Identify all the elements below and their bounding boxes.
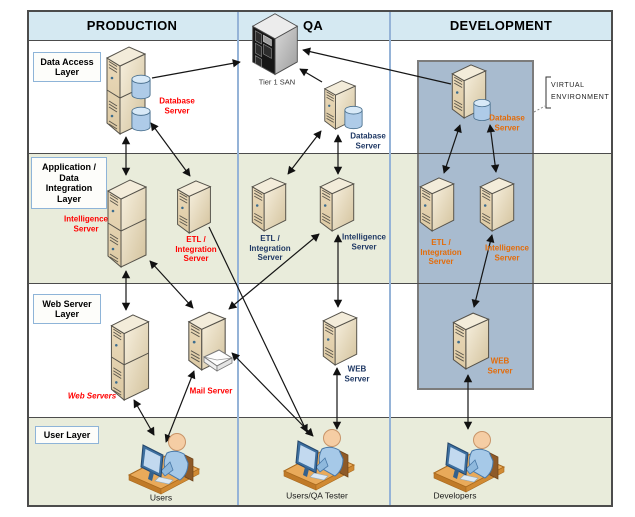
- qa-web-server-label: WEB Server: [344, 364, 370, 384]
- header-production: PRODUCTION: [86, 17, 178, 33]
- header-qa: QA: [302, 17, 324, 33]
- conn-devdb-devint: [486, 124, 500, 173]
- layer-label-web-server: Web Server Layer: [33, 294, 101, 324]
- tier1-san-icon: [247, 12, 303, 78]
- tier1-san-label: Tier 1 SAN: [258, 77, 296, 87]
- conn-proddb-prodetl: [150, 122, 191, 177]
- qa-intelligence-server-icon: [319, 175, 355, 232]
- production-database-server-label: Database Server: [159, 96, 195, 116]
- conn-mail-users: [164, 370, 196, 443]
- production-intelligence-server-icon: [107, 179, 147, 268]
- conn-qadb-qaetl: [287, 130, 322, 175]
- conn-mail-qaint: [228, 233, 320, 310]
- production-web-servers-icon: [110, 312, 150, 402]
- development-database-server-label: Database Server: [489, 113, 525, 133]
- qa-etl-server-label: ETL / Integration Server: [249, 233, 291, 262]
- development-intelligence-server-icon: [479, 175, 515, 232]
- conn-devdb-devetl: [442, 124, 462, 174]
- layer-divider-2: [27, 283, 613, 284]
- qa-etl-server-icon: [251, 175, 287, 232]
- users-label: Users: [149, 492, 173, 503]
- column-divider-qa-development: [389, 10, 391, 507]
- virtual-environment-dotted-link: [533, 105, 546, 113]
- qa-tester-workstation-icon: [279, 425, 359, 493]
- virtual-environment-label: VIRTUAL ENVIRONMENT: [551, 82, 610, 101]
- development-web-server-icon: [451, 310, 491, 370]
- conn-prodweb-users: [133, 399, 155, 436]
- developers-workstation-icon: [429, 427, 509, 495]
- conn-mail-qausers: [231, 352, 314, 437]
- developers-label: Developers: [433, 490, 477, 501]
- production-mail-server-label: Mail Server: [189, 386, 233, 396]
- production-etl-server-icon: [176, 178, 212, 234]
- production-mail-server-icon: [188, 311, 233, 372]
- development-database-server-icon: [451, 64, 491, 122]
- header-divider-line: [27, 40, 613, 41]
- header-band: [27, 10, 613, 40]
- conn-devdb-san: [302, 47, 452, 85]
- qa-database-server-icon: [324, 80, 363, 130]
- production-web-servers-label: Web Servers: [67, 391, 117, 401]
- development-etl-server-icon: [419, 175, 455, 232]
- virtual-environment-bracket: [545, 76, 551, 109]
- conn-qadb-san: [299, 68, 323, 83]
- layer-label-user: User Layer: [35, 426, 99, 444]
- users-workstation-icon: [124, 429, 204, 497]
- qa-intelligence-server-label: Intelligence Server: [341, 232, 387, 252]
- development-etl-server-label: ETL / Integration Server: [420, 237, 462, 266]
- header-development: DEVELOPMENT: [449, 17, 553, 33]
- qa-database-server-label: Database Server: [350, 131, 386, 151]
- qa-web-server-icon: [321, 309, 359, 366]
- qa-users-label: Users/QA Tester: [286, 490, 348, 501]
- layer-label-data-access: Data Access Layer: [33, 52, 101, 82]
- conn-proddb-san: [151, 59, 241, 79]
- production-etl-server-label: ETL / Integration Server: [175, 234, 217, 263]
- production-database-server-icon: [106, 46, 151, 135]
- development-intelligence-server-label: Intelligence Server: [484, 243, 530, 263]
- conn-devint-devweb: [471, 234, 495, 308]
- production-intelligence-server-label: Intelligence Server: [63, 214, 109, 234]
- development-web-server-label: WEB Server: [487, 356, 513, 376]
- layer-divider-3: [27, 417, 613, 418]
- layer-label-app-integration: Application / Data Integration Layer: [31, 157, 107, 209]
- conn-prodint-mail: [149, 260, 194, 309]
